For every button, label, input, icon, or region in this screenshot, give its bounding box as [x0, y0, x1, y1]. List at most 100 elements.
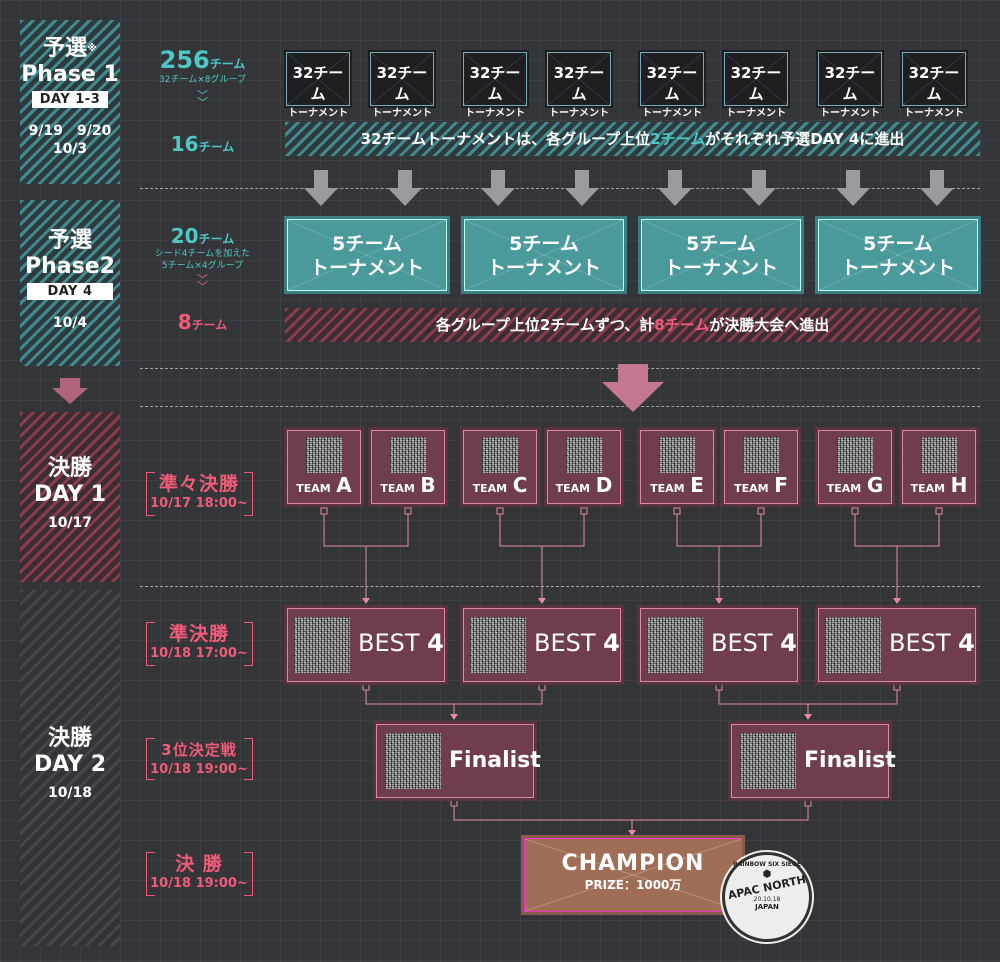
best-word: BEST [358, 629, 420, 657]
count-16-unit: チーム [198, 140, 235, 154]
t32-line2: トーナメント [549, 108, 609, 119]
team-logo-placeholder [743, 437, 779, 473]
team-card-f: TEAM F [721, 427, 801, 507]
final1-date: 10/17 [47, 515, 93, 531]
banner1-text-c: がそれぞれ予選 [705, 130, 811, 148]
team-name: TEAM D [548, 473, 620, 497]
team-card-e: TEAM E [637, 427, 717, 507]
apac-north-seal-logo: RAINBOW SIX SIEGE ⬢ APAC NORTH 20.10.18 … [722, 852, 812, 942]
down-arrow-icon [920, 170, 954, 206]
team-logo-placeholder [306, 437, 342, 473]
t32-line1: 32チーム [646, 64, 698, 103]
final2-title: 決勝 [47, 726, 92, 751]
team-prefix: TEAM [910, 482, 946, 495]
team-prefix: TEAM [826, 482, 862, 495]
placeholder-cross [525, 839, 741, 911]
phase1-title: 予選※ [43, 36, 97, 61]
team-logo-placeholder [470, 617, 526, 673]
t32-line2: トーナメント [726, 108, 786, 119]
stage-label-quarterfinal: 準々決勝 10/17 18:00~ [146, 472, 252, 512]
tournament32-box: 32チームトーナメント [461, 50, 529, 119]
team-logo-placeholder [566, 437, 602, 473]
final1-panel: 決勝 DAY 1 10/17 [20, 456, 120, 532]
phase1-panel: 予選※ Phase 1 DAY 1-3 9/19 9/20 10/3 [20, 36, 120, 158]
banner1-text-b: 2チーム [650, 130, 706, 148]
team-letter: D [595, 473, 613, 497]
t32-line1: 32チーム [376, 64, 428, 103]
team-card-c: TEAM C [460, 427, 540, 507]
seal-bottom-text: JAPAN [755, 903, 779, 911]
final1-title: 決勝 [47, 456, 92, 481]
team-logo-placeholder [385, 733, 441, 789]
best-word: BEST [889, 629, 951, 657]
champion-title: CHAMPION [561, 851, 705, 876]
t5-line1: 5チーム [332, 233, 402, 255]
separator-2 [140, 368, 980, 369]
team-letter: A [336, 473, 352, 497]
team-prefix: TEAM [472, 482, 508, 495]
team-prefix: TEAM [380, 482, 415, 495]
team-letter: E [690, 473, 704, 497]
qf-name: 準々決勝 [158, 473, 239, 495]
team-logo-placeholder [294, 617, 350, 673]
down-arrow-icon [836, 170, 870, 206]
count-20-number: 20 [170, 224, 199, 248]
t32-line2: トーナメント [465, 108, 525, 119]
final-time: 10/18 19:00~ [150, 876, 248, 891]
chevron-down-icon: ﹀﹀ [197, 273, 208, 293]
best-num: 4 [780, 629, 797, 657]
banner2-text-e: チーム [664, 316, 710, 334]
best4-card: BEST 4 [460, 605, 624, 685]
seal-top-text: RAINBOW SIX SIEGE [733, 861, 801, 868]
tournament5-box: 5チームトーナメント [638, 216, 804, 294]
separator-3 [140, 406, 980, 407]
team-name: TEAM F [725, 473, 797, 497]
third-name: 3位決定戦 [161, 741, 237, 759]
count-8-unit: チーム [191, 318, 228, 332]
team-name: TEAM B [372, 473, 444, 497]
tournament5-box: 5チームトーナメント [815, 216, 981, 294]
sf-bracket-right [244, 622, 253, 666]
sf-name: 準決勝 [168, 623, 229, 645]
separator-4 [140, 586, 980, 587]
tournament5-box: 5チームトーナメント [461, 216, 627, 294]
team-prefix: TEAM [734, 482, 769, 495]
finalist-label: Finalist [449, 748, 541, 773]
down-arrows-row [304, 170, 954, 206]
third-time: 10/18 19:00~ [150, 762, 248, 777]
t32-line2: トーナメント [904, 108, 964, 119]
tournament5-box: 5チームトーナメント [284, 216, 450, 294]
tournament32-box: 32チームトーナメント [545, 50, 613, 119]
final-name: 決 勝 [175, 853, 223, 875]
t5-line2: トーナメント [663, 257, 778, 279]
final-bracket-left [146, 852, 155, 896]
t5-line1: 5チーム [509, 233, 579, 255]
t32-line2: トーナメント [820, 108, 880, 119]
count-8-number: 8 [177, 310, 192, 334]
team-name: TEAM G [819, 473, 891, 497]
team-letter: F [774, 473, 788, 497]
down-arrow-icon [304, 170, 338, 206]
team-logo-placeholder [647, 617, 703, 673]
advance-banner-phase1: 32チームトーナメントは、各グループ上位2チームがそれぞれ予選DAY 4に進出 [285, 122, 980, 156]
count-256: 256チーム 32チーム×8グループ ﹀﹀ [140, 46, 265, 108]
t32-line1: 32チーム [553, 64, 605, 103]
tournament32-box: 32チームトーナメント [368, 50, 436, 119]
count-16-number: 16 [170, 132, 199, 156]
down-arrow-icon [565, 170, 599, 206]
finalist-card: Finalist [373, 721, 541, 801]
big-down-arrow-icon [602, 364, 664, 412]
t32-line2: トーナメント [372, 108, 432, 119]
sf-time: 10/18 17:00~ [150, 646, 248, 661]
t32-line1: 32チーム [292, 64, 344, 103]
best-word: BEST [534, 629, 596, 657]
third-bracket-left [146, 738, 155, 780]
count-16: 16チーム [140, 132, 265, 156]
best4-label: BEST 4 [889, 629, 975, 657]
team-card-a: TEAM A [284, 427, 364, 507]
phase2-subtitle: Phase2 [25, 254, 115, 279]
left-down-arrow-icon [52, 378, 88, 404]
best4-card: BEST 4 [284, 605, 448, 685]
best-num: 4 [427, 629, 444, 657]
phase1-day-badge: DAY 1-3 [31, 91, 109, 108]
